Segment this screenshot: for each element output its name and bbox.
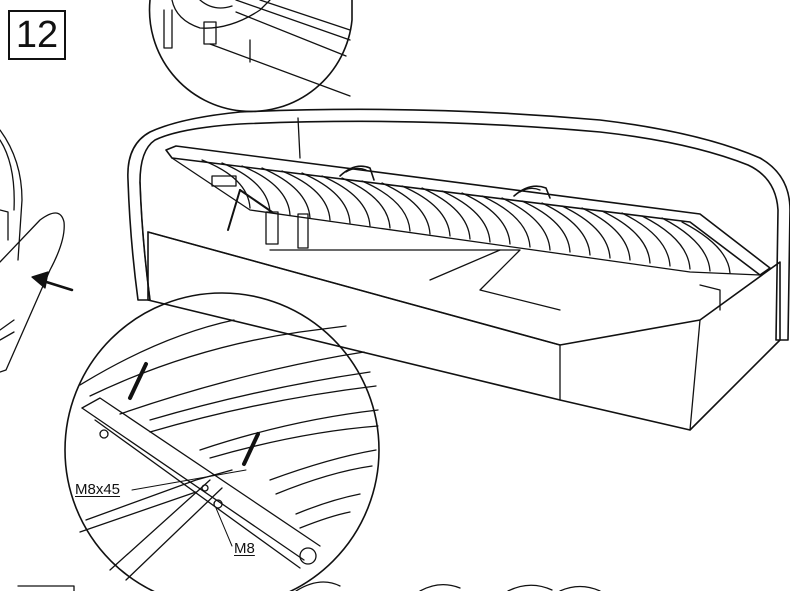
bolt-callout-label: M8x45 — [74, 481, 122, 498]
detail-circle-top — [148, 0, 353, 113]
bed-frame — [127, 108, 790, 431]
arrow-icon — [31, 271, 74, 292]
next-step-fragment — [17, 581, 601, 592]
detail-circle-bottom — [64, 292, 380, 596]
step-number-box: 12 — [8, 10, 66, 60]
slatted-base — [165, 145, 771, 276]
step-number: 12 — [15, 14, 59, 56]
nut-callout-label: M8 — [233, 540, 256, 557]
previous-step-fragment — [0, 129, 65, 373]
